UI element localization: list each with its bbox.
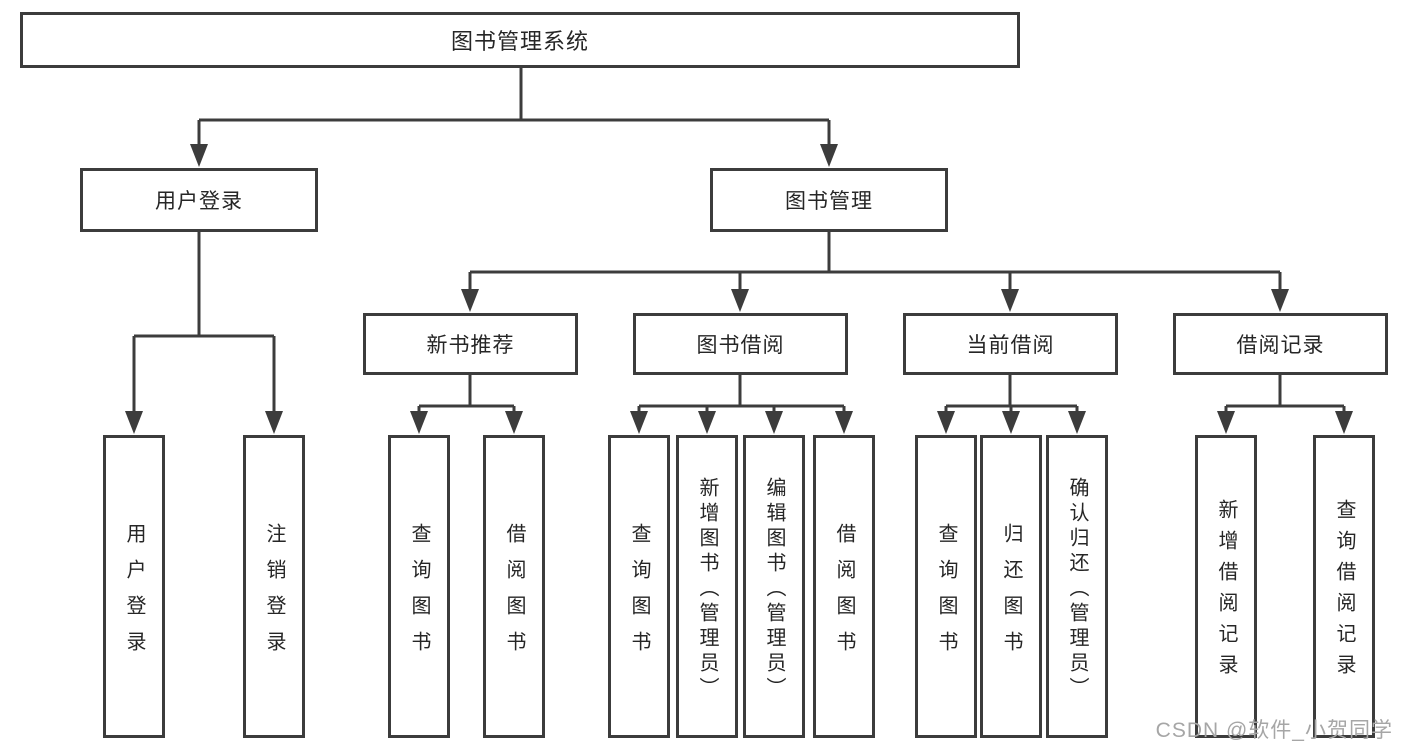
leaf-query-books-current: 查询图书 (915, 435, 977, 738)
leaf-borrow-books-recommend: 借阅图书 (483, 435, 545, 738)
leaf-label: 借阅图书 (503, 522, 525, 667)
leaf-query-borrow-record: 查询借阅记录 (1313, 435, 1375, 738)
leaf-logout: 注销登录 (243, 435, 305, 738)
node-user-login: 用户登录 (80, 168, 318, 232)
leaf-label: 新增借阅记录 (1215, 499, 1237, 685)
leaf-edit-book-admin: 编辑图书（管理员） (743, 435, 805, 738)
node-current-borrowing: 当前借阅 (903, 313, 1118, 375)
leaf-add-borrow-record: 新增借阅记录 (1195, 435, 1257, 738)
leaf-query-books-borrowing: 查询图书 (608, 435, 670, 738)
leaf-label: 查询借阅记录 (1333, 499, 1355, 685)
leaf-label: 查询图书 (408, 522, 430, 667)
leaf-add-book-admin: 新增图书（管理员） (676, 435, 738, 738)
node-new-book-recommend: 新书推荐 (363, 313, 578, 375)
leaf-label: 借阅图书 (833, 522, 855, 667)
leaf-user-login: 用户登录 (103, 435, 165, 738)
leaf-label: 归还图书 (1000, 522, 1022, 667)
csdn-watermark: CSDN @软件_小贺同学 (1155, 719, 1393, 742)
leaf-label: 查询图书 (628, 522, 650, 667)
node-book-management: 图书管理 (710, 168, 948, 232)
leaf-label: 查询图书 (935, 522, 957, 667)
leaf-confirm-return-admin: 确认归还（管理员） (1046, 435, 1108, 738)
node-borrowing-records: 借阅记录 (1173, 313, 1388, 375)
leaf-label: 确认归还（管理员） (1066, 476, 1088, 702)
node-book-borrowing: 图书借阅 (633, 313, 848, 375)
leaf-borrow-books: 借阅图书 (813, 435, 875, 738)
leaf-label: 注销登录 (263, 522, 285, 667)
leaf-query-books-recommend: 查询图书 (388, 435, 450, 738)
leaf-label: 用户登录 (123, 522, 145, 667)
node-library-system: 图书管理系统 (20, 12, 1020, 68)
leaf-label: 新增图书（管理员） (696, 476, 718, 702)
leaf-return-books: 归还图书 (980, 435, 1042, 738)
leaf-label: 编辑图书（管理员） (763, 476, 785, 702)
